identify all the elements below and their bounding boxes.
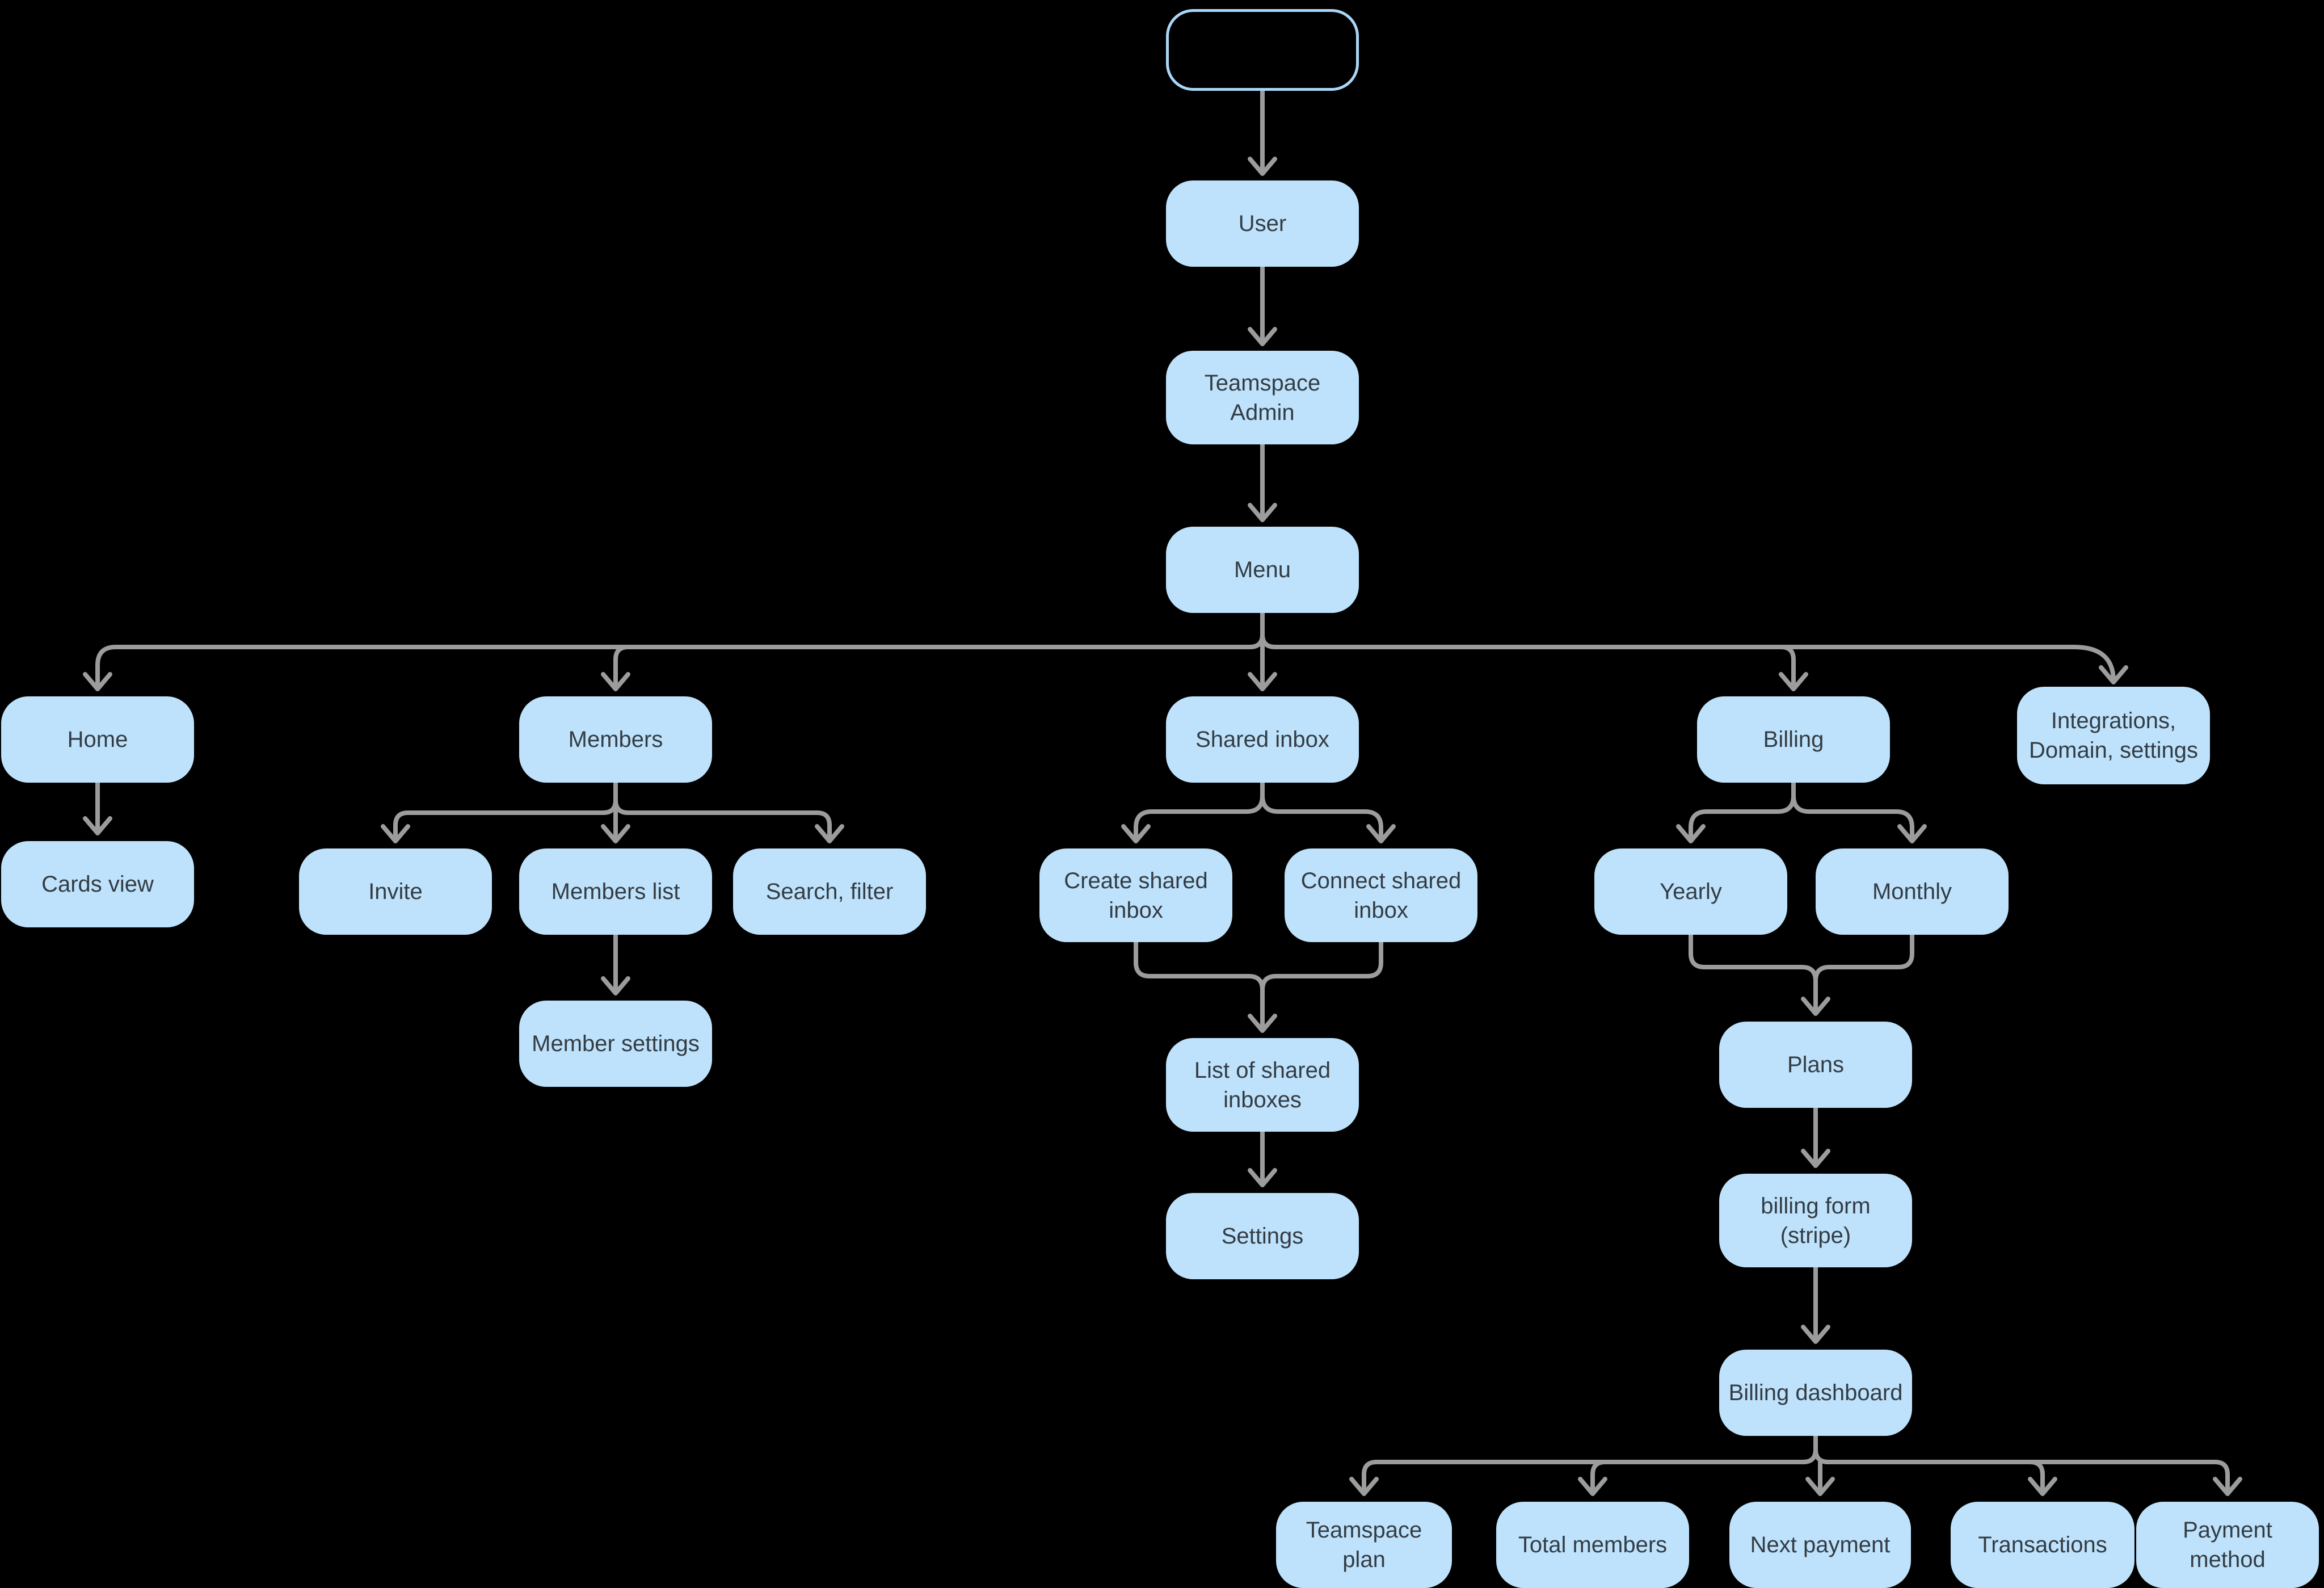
edge-list-of-shared-inboxes-settings [1248, 1129, 1277, 1187]
node-billing-dashboard: Billing dashboard [1719, 1350, 1912, 1436]
edge-billing-monthly [1791, 793, 1927, 843]
edge-menu-integrations [1260, 632, 2128, 684]
node-home: Home [1, 696, 194, 783]
node-yearly: Yearly [1594, 848, 1787, 935]
edge-members-list-member-settings [601, 932, 630, 995]
node-teamspace-plan: Teamspace plan [1276, 1502, 1452, 1588]
edge-billing-dashboard-total-members [1578, 1460, 1607, 1496]
node-invite: Invite [299, 848, 492, 935]
edge-teamspace-admin-menu [1248, 442, 1277, 522]
node-user: User [1166, 180, 1359, 267]
node-billing-form-stripe: billing form (stripe) [1719, 1174, 1912, 1267]
node-connect-shared-inbox: Connect shared inbox [1285, 848, 1477, 942]
edge-billing-yearly [1676, 780, 1796, 843]
node-search-filter: Search, filter [733, 848, 926, 935]
edge-create-list-of-shared-inboxes [1134, 940, 1277, 1033]
edge-shared-inbox-create [1121, 780, 1265, 843]
edge-billing-dashboard-transactions [2028, 1460, 2057, 1496]
node-billing: Billing [1697, 696, 1890, 783]
node-members-list: Members list [519, 848, 712, 935]
node-teamspace-admin: Teamspace Admin [1166, 351, 1359, 444]
edge-members-members-list [601, 780, 630, 843]
edge-monthly-plans [1813, 932, 1914, 983]
node-monthly: Monthly [1816, 848, 2009, 935]
node-integrations-domain-settings: Integrations, Domain, settings [2017, 687, 2210, 784]
node-transactions: Transactions [1951, 1502, 2134, 1588]
edge-menu-home [83, 632, 1265, 691]
edge-menu-members [601, 645, 630, 691]
edge-connect-list-of-shared-inboxes [1260, 940, 1383, 992]
edge-plans-billing-form [1801, 1106, 1830, 1168]
edge-menu-billing [1779, 645, 1808, 691]
edge-user-teamspace-admin [1248, 264, 1277, 346]
edge-shared-inbox-connect [1260, 793, 1396, 843]
edge-members-search-filter [613, 798, 844, 843]
edge-home-cards-view [83, 780, 112, 835]
edge-billing-form-billing-dashboard [1801, 1265, 1830, 1344]
node-create-shared-inbox: Create shared inbox [1039, 848, 1232, 942]
node-payment-method: Payment method [2136, 1502, 2319, 1588]
edge-menu-shared-inbox [1248, 611, 1277, 691]
edge-billing-dashboard-payment-method [1813, 1447, 2242, 1496]
node-settings: Settings [1166, 1193, 1359, 1279]
edge-members-invite [381, 798, 618, 843]
node-next-payment: Next payment [1729, 1502, 1911, 1588]
node-members: Members [519, 696, 712, 783]
edge-start-user [1248, 89, 1277, 176]
node-plans: Plans [1719, 1022, 1912, 1108]
node-member-settings: Member settings [519, 1001, 712, 1087]
edge-yearly-plans [1689, 932, 1830, 1016]
node-menu: Menu [1166, 527, 1359, 613]
node-cards-view: Cards view [1, 841, 194, 927]
edge-billing-dashboard-next-payment [1805, 1460, 1835, 1496]
node-shared-inbox: Shared inbox [1166, 696, 1359, 783]
node-total-members: Total members [1496, 1502, 1689, 1588]
node-list-of-shared-inboxes: List of shared inboxes [1166, 1038, 1359, 1132]
node-start [1166, 9, 1359, 91]
